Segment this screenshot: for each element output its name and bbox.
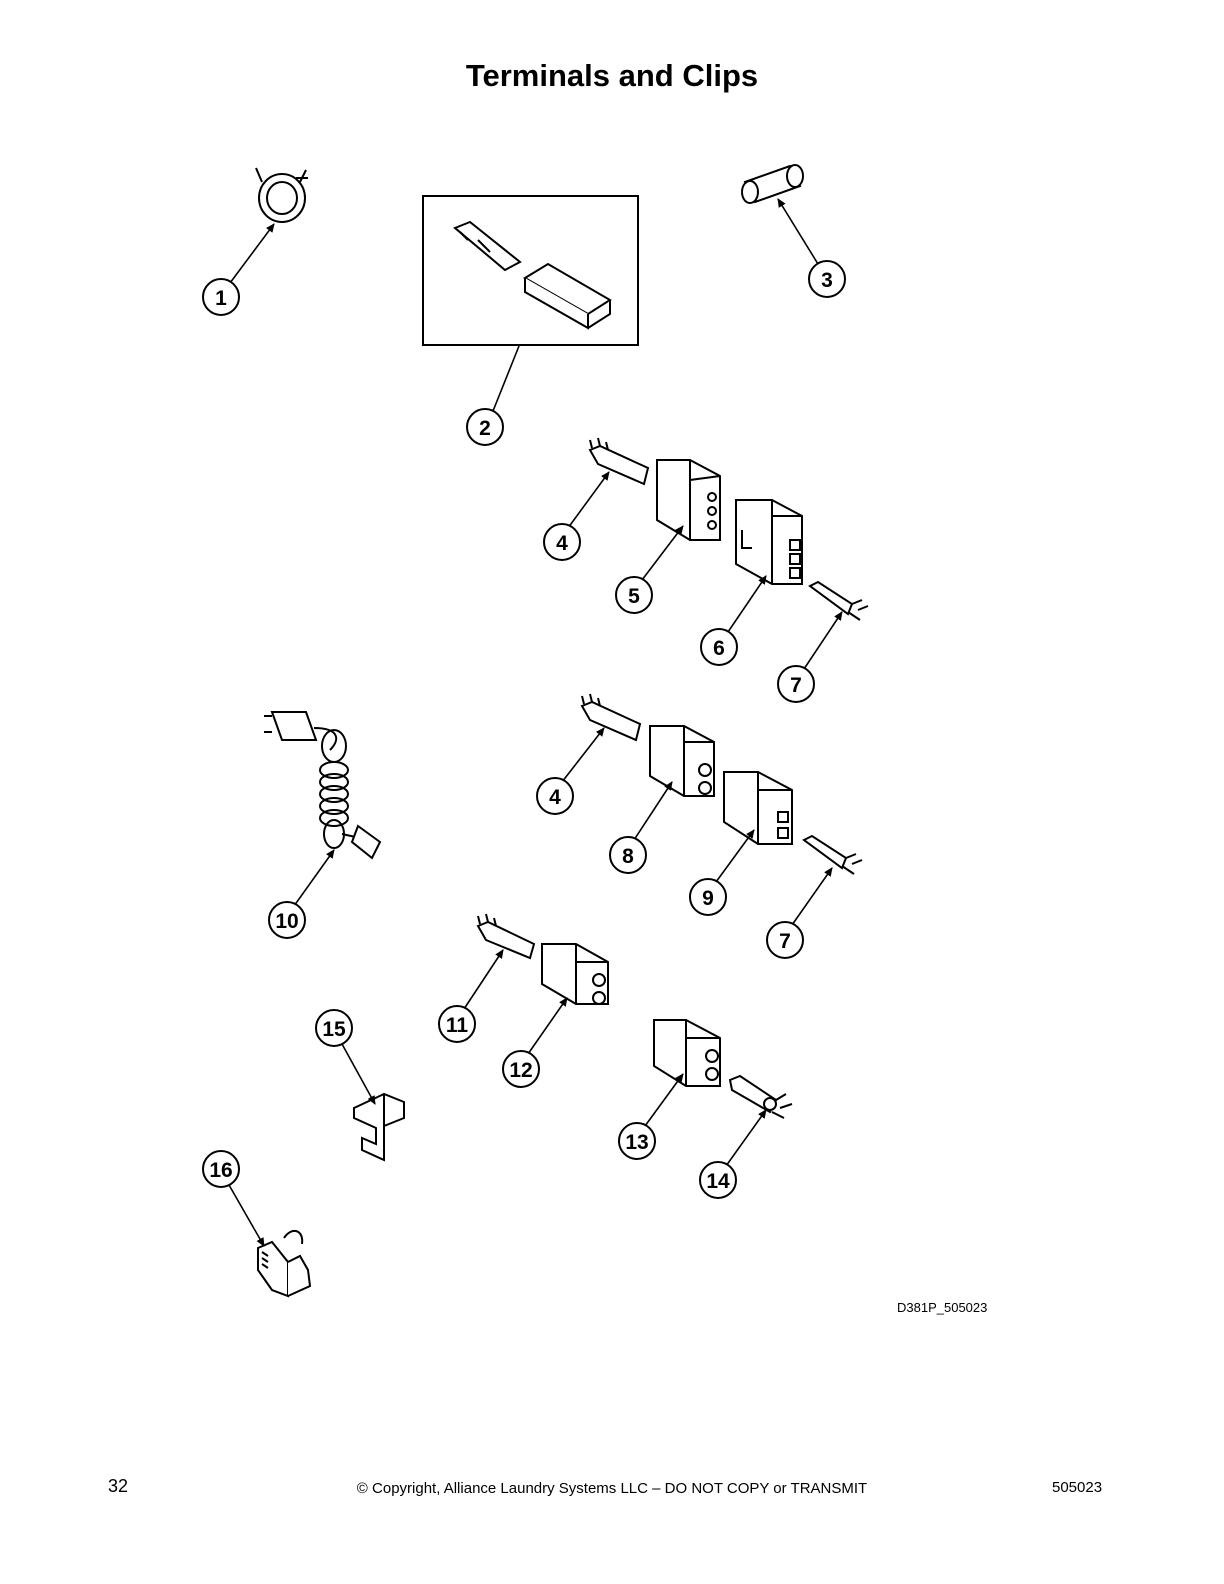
callout-label: 1 bbox=[215, 287, 227, 310]
callout-label: 7 bbox=[779, 930, 791, 953]
callout-4-middle: 4 bbox=[536, 777, 574, 815]
callout-11: 11 bbox=[438, 1005, 476, 1043]
callout-12: 12 bbox=[502, 1050, 540, 1088]
connector-group-middle bbox=[580, 693, 863, 875]
terminal-housing-kit-part bbox=[422, 195, 639, 346]
document-number: 505023 bbox=[1052, 1479, 1103, 1496]
callouts: 1 2 3 4 5 6 7 4 8 9 7 10 11 12 15 13 14 … bbox=[202, 260, 846, 1199]
callout-label: 5 bbox=[628, 585, 640, 608]
callout-label: 4 bbox=[556, 532, 568, 555]
callout-7-top: 7 bbox=[777, 665, 815, 703]
connector-group-top bbox=[588, 437, 869, 621]
cable-clip-part bbox=[257, 1229, 312, 1298]
callout-4-top: 4 bbox=[543, 523, 581, 561]
callout-label: 14 bbox=[706, 1170, 730, 1193]
callout-label: 13 bbox=[625, 1131, 648, 1154]
callout-label: 2 bbox=[479, 417, 491, 440]
callout-label: 16 bbox=[209, 1159, 232, 1182]
callout-9: 9 bbox=[689, 878, 727, 916]
callout-6: 6 bbox=[700, 628, 738, 666]
splice-tube-part bbox=[741, 164, 804, 204]
page-title: Terminals and Clips bbox=[465, 58, 759, 93]
drawing-id: D381P_505023 bbox=[897, 1300, 988, 1315]
callout-8: 8 bbox=[609, 836, 647, 874]
callout-10: 10 bbox=[268, 901, 306, 939]
callout-label: 10 bbox=[275, 910, 298, 933]
wire-clip-part bbox=[353, 1092, 405, 1162]
callout-label: 12 bbox=[509, 1059, 532, 1082]
callout-label: 8 bbox=[622, 845, 634, 868]
connector-group-bottom bbox=[476, 913, 609, 1005]
callout-label: 3 bbox=[821, 269, 833, 292]
callout-label: 15 bbox=[322, 1018, 346, 1041]
hose-clamp-part bbox=[255, 167, 308, 223]
callout-7-middle: 7 bbox=[766, 921, 804, 959]
page-number: 32 bbox=[108, 1476, 129, 1496]
callout-label: 9 bbox=[702, 887, 714, 910]
leader-lines bbox=[228, 198, 843, 1247]
callout-14: 14 bbox=[699, 1161, 737, 1199]
callout-5: 5 bbox=[615, 576, 653, 614]
connector-group-13-14 bbox=[653, 1019, 793, 1119]
callout-label: 6 bbox=[713, 637, 725, 660]
callout-3: 3 bbox=[808, 260, 846, 298]
power-cord-part bbox=[264, 711, 382, 860]
callout-label: 4 bbox=[549, 786, 561, 809]
callout-13: 13 bbox=[618, 1122, 656, 1160]
copyright-notice: © Copyright, Alliance Laundry Systems LL… bbox=[356, 1480, 868, 1497]
callout-15: 15 bbox=[315, 1009, 353, 1047]
callout-label: 7 bbox=[790, 674, 802, 697]
callout-16: 16 bbox=[202, 1150, 240, 1188]
callout-1: 1 bbox=[202, 278, 240, 316]
callout-label: 11 bbox=[446, 1014, 469, 1037]
callout-2: 2 bbox=[466, 408, 504, 446]
